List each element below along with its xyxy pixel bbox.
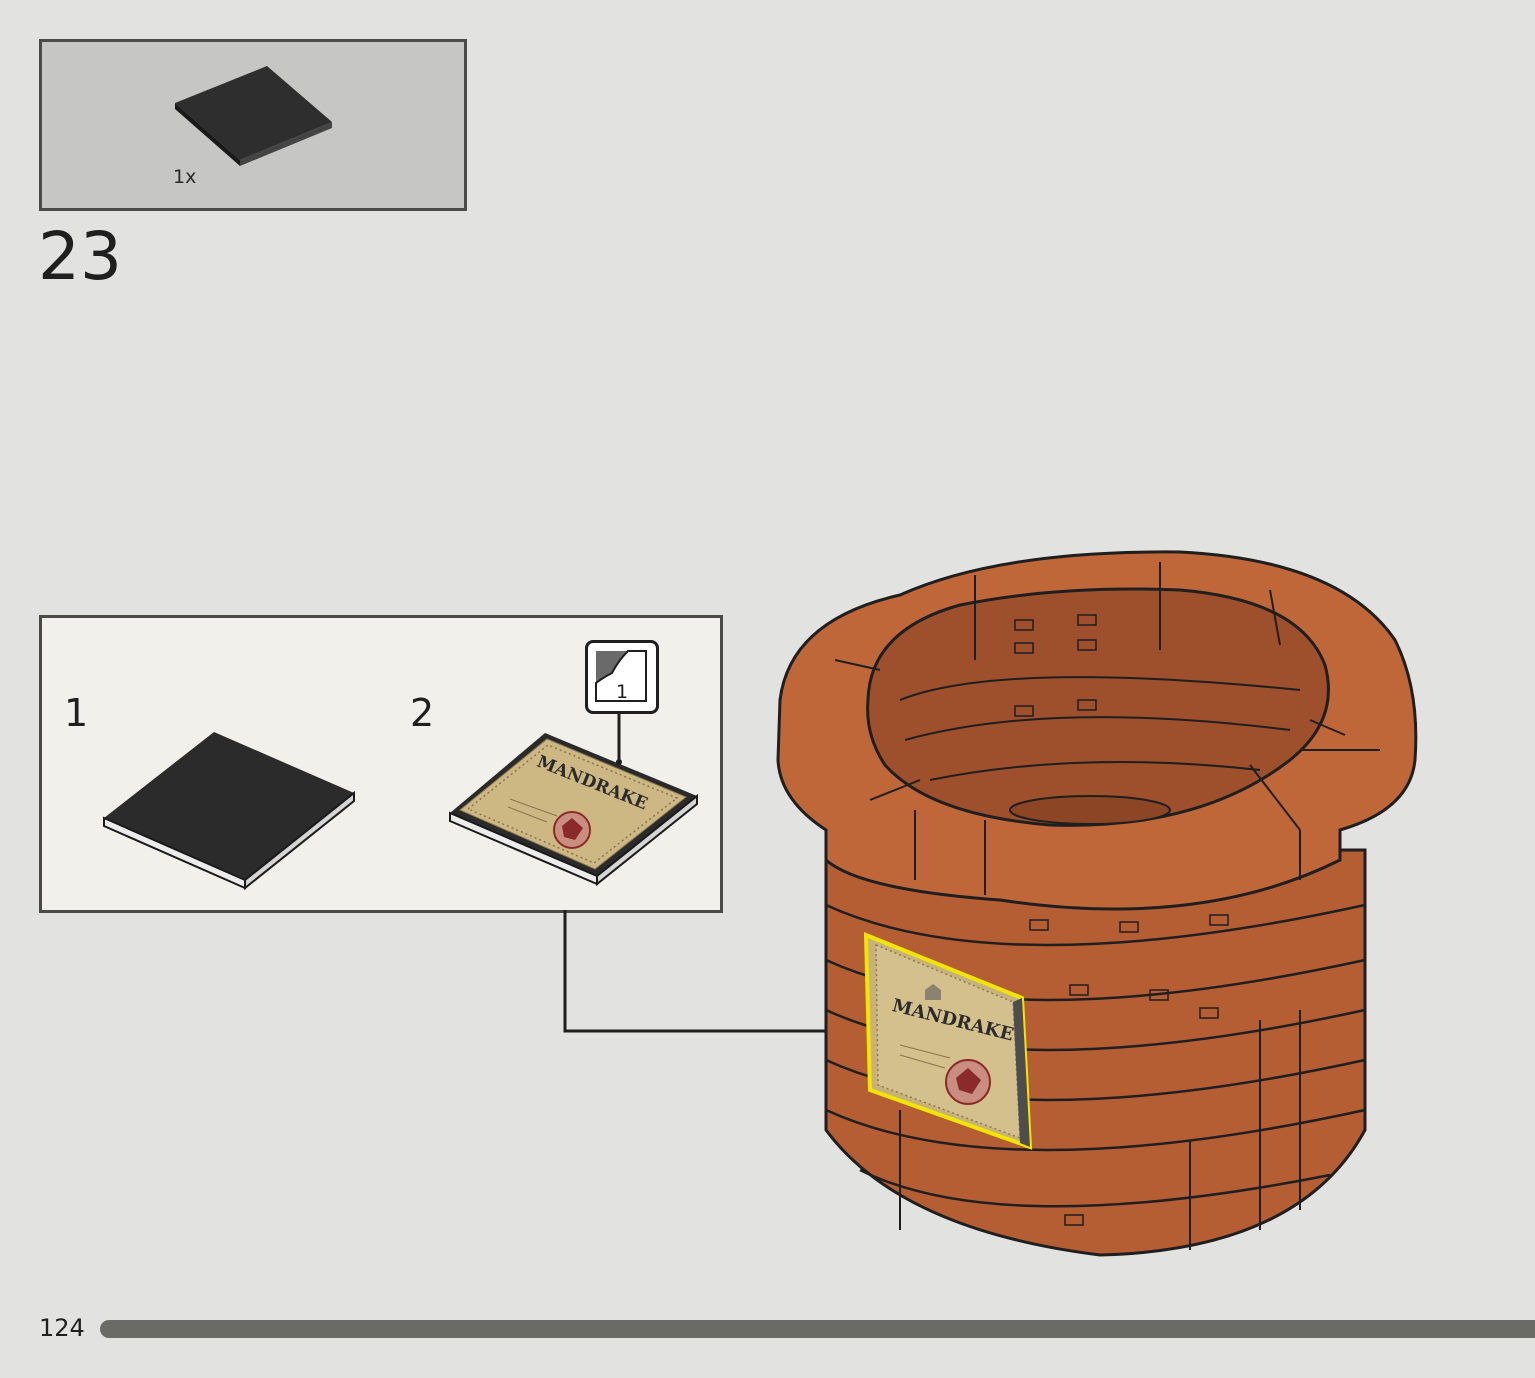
sticker-peel-icon — [595, 650, 647, 702]
mandrake-sticker-tile-icon: MANDRAKE — [449, 710, 698, 887]
page-number: 124 — [39, 1314, 85, 1342]
sub-assembly-box: 1 2 MANDRAKE 1 — [39, 615, 723, 913]
sticker-number: 1 — [615, 681, 629, 703]
step-number: 23 — [38, 218, 122, 295]
black-tile-icon — [103, 732, 355, 891]
progress-bar — [100, 1320, 1535, 1338]
part-quantity: 1x — [173, 166, 197, 188]
sub-step-number-2: 2 — [410, 691, 435, 735]
sub-step-number-1: 1 — [64, 691, 89, 735]
black-tile-icon — [175, 66, 332, 166]
sticker-number-badge: 1 — [585, 640, 659, 714]
parts-list-box: 1x — [39, 39, 467, 211]
